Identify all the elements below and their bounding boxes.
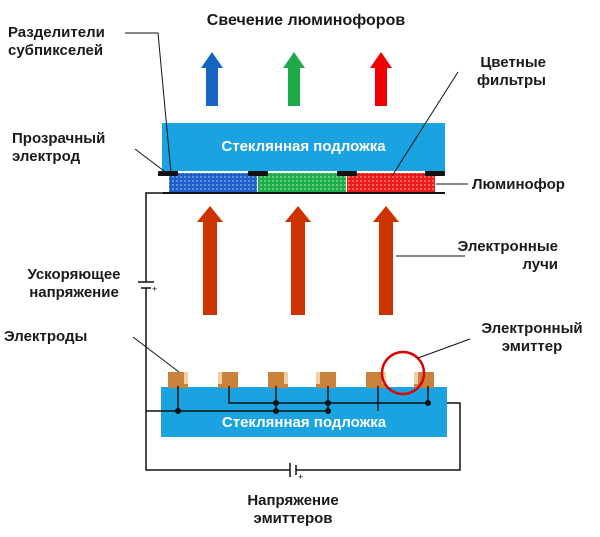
emitter-tip (414, 372, 418, 384)
green-light-arrow (283, 52, 305, 106)
leader-lines (125, 32, 471, 373)
label-color-filters: Цветные фильтры (476, 54, 546, 89)
emitter-tip (184, 372, 188, 384)
electrode-pad (268, 372, 288, 388)
bottom-glass-substrate (161, 387, 447, 437)
label-electron-beams: Электронные лучи (457, 238, 558, 273)
label-accelerating-voltage: Ускоряющее напряжение (27, 266, 121, 301)
electrode-pad (218, 372, 238, 388)
electrode-pad (168, 372, 188, 388)
top-glass-substrate (162, 123, 445, 171)
phosphor-green-strip (258, 173, 346, 192)
separator (425, 171, 445, 176)
red-light-arrow (370, 52, 392, 106)
leader-transparent-electrode (134, 148, 169, 175)
battery-plus: + (152, 284, 157, 294)
phosphor-glow-title: Свечение люминофоров (206, 12, 406, 29)
electron-beam (373, 206, 399, 315)
electron-beam (197, 206, 223, 315)
phosphor-red-strip (347, 173, 435, 192)
leader-electron-emitter (417, 338, 471, 359)
emitter-tip (218, 372, 222, 384)
battery-minus: + (298, 472, 303, 482)
electrode-pad (316, 372, 336, 388)
label-electrodes: Электроды (4, 328, 88, 345)
light-arrows (201, 52, 392, 106)
leader-electrodes (132, 336, 180, 373)
emitter-tip (284, 372, 288, 384)
leader-color-filters (391, 71, 459, 177)
separator (248, 171, 268, 176)
electrode-row (168, 372, 434, 388)
label-electron-emitter: Электронный эмиттер (481, 320, 583, 355)
emitter-highlight-circle (380, 350, 426, 396)
top-glass-label: Стеклянная подложка (221, 138, 386, 155)
label-emitter-voltage: Напряжение эмиттеров (247, 492, 339, 527)
bottom-glass-label: Стеклянная подложка (221, 414, 387, 431)
emitter-tip (382, 372, 386, 384)
label-transparent-electrode: Прозрачный электрод (12, 130, 106, 165)
electron-beams (197, 206, 399, 315)
phosphor-blue-strip (169, 173, 257, 192)
electron-beam (285, 206, 311, 315)
wire-junctions (175, 400, 431, 414)
emitter-tip (316, 372, 320, 384)
separator (337, 171, 357, 176)
label-subpixel-separators: Разделители субпикселей (8, 24, 105, 59)
label-phosphor: Люминофор (472, 176, 565, 193)
blue-light-arrow (201, 52, 223, 106)
leader-subpixel-separators (125, 32, 172, 174)
phosphor-layer (169, 173, 435, 192)
